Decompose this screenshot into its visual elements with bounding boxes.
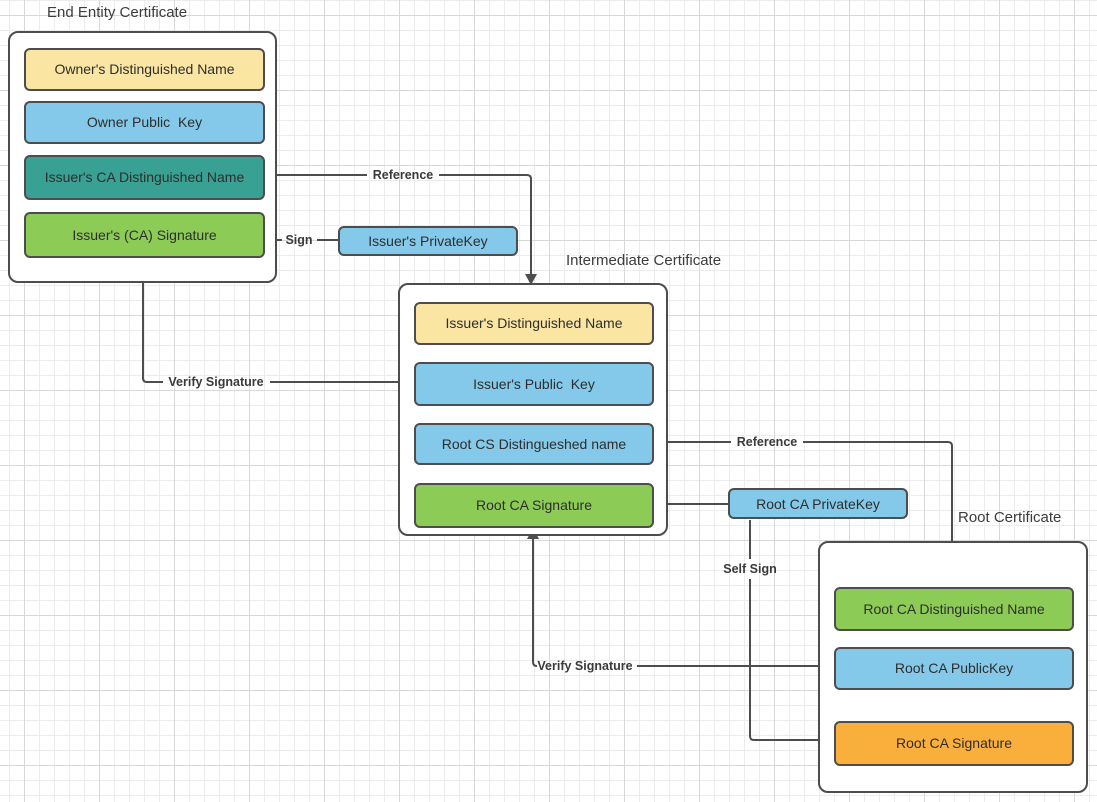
root-certificate-group: Root CA Distinguished Name Root CA Publi… bbox=[818, 541, 1088, 793]
field-root-ca-distinguished-name: Root CA Distinguished Name bbox=[834, 587, 1074, 631]
intermediate-certificate-title: Intermediate Certificate bbox=[566, 252, 722, 269]
edge-label-self-sign: Self Sign bbox=[723, 562, 777, 576]
root-certificate-title: Root Certificate bbox=[958, 509, 1062, 526]
edge-label-sign: Sign bbox=[285, 233, 313, 247]
field-owner-public-key: Owner Public Key bbox=[24, 101, 265, 144]
edge-verify1-segment bbox=[142, 271, 163, 383]
field-issuers-distinguished-name: Issuer's Distinguished Name bbox=[414, 302, 654, 345]
edge-reference1-segment bbox=[439, 174, 532, 276]
field-issuers-public-key: Issuer's Public Key bbox=[414, 362, 654, 406]
edge-label-verify-signature-2: Verify Signature bbox=[537, 659, 633, 673]
end-entity-certificate-group: Owner's Distinguished Name Owner Public … bbox=[8, 31, 277, 283]
field-issuers-ca-signature: Issuer's (CA) Signature bbox=[24, 212, 265, 258]
field-root-cs-distingueshed-name: Root CS Distingueshed name bbox=[414, 423, 654, 465]
edge-reference2-segment bbox=[803, 441, 953, 576]
field-root-ca-publickey: Root CA PublicKey bbox=[834, 647, 1074, 690]
edge-verify2-segment bbox=[532, 538, 538, 667]
arrowhead-down-icon bbox=[525, 274, 537, 285]
intermediate-certificate-group: Issuer's Distinguished Name Issuer's Pub… bbox=[398, 283, 668, 536]
field-issuers-ca-distinguished-name: Issuer's CA Distinguished Name bbox=[24, 155, 265, 200]
field-root-ca-signature-root: Root CA Signature bbox=[834, 721, 1074, 766]
field-root-ca-signature-intermediate: Root CA Signature bbox=[414, 483, 654, 528]
node-root-ca-privatekey: Root CA PrivateKey bbox=[728, 488, 908, 519]
field-owners-distinguished-name: Owner's Distinguished Name bbox=[24, 48, 265, 91]
edge-label-reference-2: Reference bbox=[736, 435, 798, 449]
node-issuers-privatekey: Issuer's PrivateKey bbox=[338, 226, 518, 256]
edge-label-verify-signature-1: Verify Signature bbox=[168, 375, 264, 389]
edge-selfsign-segment bbox=[749, 579, 818, 741]
edge-label-reference-1: Reference bbox=[372, 168, 434, 182]
end-entity-certificate-title: End Entity Certificate bbox=[47, 4, 188, 21]
